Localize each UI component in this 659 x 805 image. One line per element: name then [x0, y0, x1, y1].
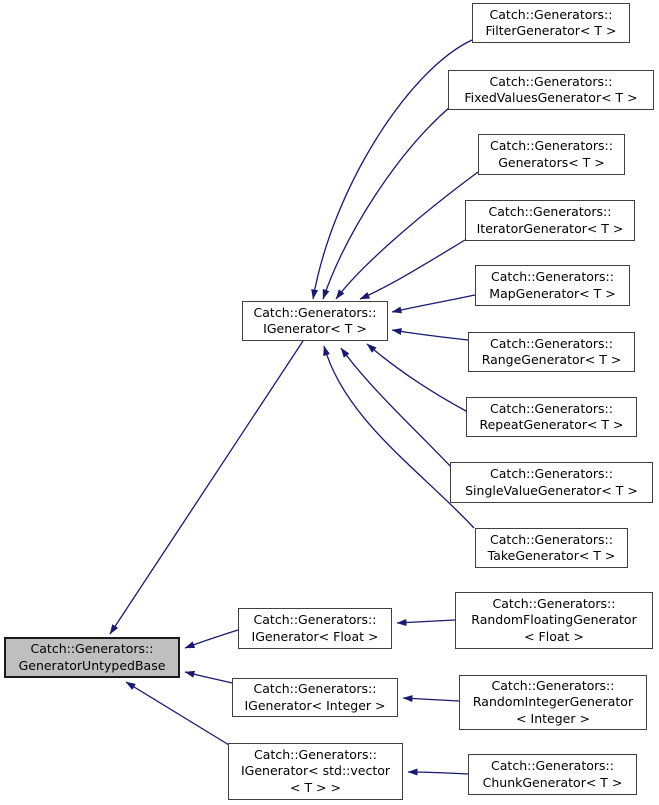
node-igenerator-std-vector[interactable]: Catch::Generators:: IGenerator< std::vec… [228, 743, 403, 800]
node-igenerator-float[interactable]: Catch::Generators:: IGenerator< Float > [238, 608, 392, 649]
node-label: Catch::Generators:: [253, 681, 377, 696]
node-label: Catch::Generators:: [492, 595, 616, 611]
node-map-generator[interactable]: Catch::Generators:: MapGenerator< T > [475, 265, 630, 306]
node-take-generator[interactable]: Catch::Generators:: TakeGenerator< T > [475, 528, 628, 568]
node-single-value-generator[interactable]: Catch::Generators:: SingleValueGenerator… [450, 462, 653, 503]
node-label: TakeGenerator< T > [487, 548, 616, 563]
edge-generators-to-igenerator-t [335, 171, 479, 300]
node-label: IGenerator< std::vector [240, 763, 391, 779]
node-label: FixedValuesGenerator< T > [464, 90, 638, 105]
node-label: Catch::Generators:: [490, 466, 613, 481]
node-label: ChunkGenerator< T > [482, 774, 623, 790]
node-label: RepeatGenerator< T > [479, 417, 624, 432]
edge-igenerator-t-to-generatoruntypedbase [109, 340, 304, 635]
node-label: MapGenerator< T > [489, 285, 616, 301]
node-label: IGenerator< T > [263, 321, 367, 336]
node-label: < Integer > [516, 710, 590, 726]
edge-igenerator-float-to-generatoruntypedbase [184, 629, 239, 649]
edge-igenerator-integer-to-generatoruntypedbase [184, 670, 233, 684]
node-label: Catch::Generators:: [253, 612, 377, 627]
node-label: Catch::Generators:: [254, 746, 377, 762]
node-filter-generator[interactable]: Catch::Generators:: FilterGenerator< T > [472, 3, 630, 43]
edge-chunkgenerator-to-igenerator-stdvector [407, 768, 469, 776]
node-chunk-generator[interactable]: Catch::Generators:: ChunkGenerator< T > [468, 754, 637, 795]
node-igenerator-t[interactable]: Catch::Generators:: IGenerator< T > [242, 301, 388, 341]
node-label: IGenerator< Float > [251, 628, 379, 644]
node-label: IGenerator< Integer > [244, 697, 386, 713]
node-label: RandomFloatingGenerator [471, 612, 637, 628]
node-label: Generators< T > [498, 154, 605, 170]
node-label: Catch::Generators:: [30, 641, 154, 656]
node-label: Catch::Generators:: [490, 531, 613, 547]
node-fixed-values-generator[interactable]: Catch::Generators:: FixedValuesGenerator… [448, 70, 654, 110]
node-label: Catch::Generators:: [253, 304, 377, 320]
edge-rangegenerator-to-igenerator-t [391, 328, 469, 341]
node-label: SingleValueGenerator< T > [465, 482, 638, 498]
node-label: Catch::Generators:: [488, 204, 612, 219]
node-label: Catch::Generators:: [491, 677, 615, 693]
edge-igenerator-stdvector-to-generatoruntypedbase [125, 681, 230, 746]
node-label: IteratorGenerator< T > [476, 220, 624, 236]
node-label: RangeGenerator< T > [481, 352, 622, 367]
edge-repeatgenerator-to-igenerator-t [366, 343, 467, 412]
node-label: Catch::Generators:: [491, 758, 614, 773]
node-repeat-generator[interactable]: Catch::Generators:: RepeatGenerator< T > [466, 397, 637, 437]
node-label: < Float > [524, 628, 584, 644]
node-label: RandomIntegerGenerator [472, 694, 634, 710]
node-random-integer-generator[interactable]: Catch::Generators:: RandomIntegerGenerat… [459, 675, 647, 730]
edge-randomintegergenerator-to-igenerator-integer [402, 695, 460, 703]
node-random-floating-generator[interactable]: Catch::Generators:: RandomFloatingGenera… [455, 592, 653, 649]
node-label: Catch::Generators:: [490, 400, 613, 416]
node-label: Catch::Generators:: [489, 6, 613, 22]
edge-randomfloatinggenerator-to-igenerator-float [396, 619, 456, 626]
node-iterator-generator[interactable]: Catch::Generators:: IteratorGenerator< T… [465, 200, 635, 241]
node-generators[interactable]: Catch::Generators:: Generators< T > [478, 134, 625, 175]
node-range-generator[interactable]: Catch::Generators:: RangeGenerator< T > [468, 332, 635, 372]
edge-takegenerator-to-igenerator-t [323, 345, 475, 529]
node-generator-untyped-base: Catch::Generators:: GeneratorUntypedBase [4, 637, 180, 678]
edge-singlevaluegenerator-to-igenerator-t [340, 347, 453, 469]
edge-fixedvaluesgenerator-to-igenerator-t [322, 106, 451, 300]
node-igenerator-integer[interactable]: Catch::Generators:: IGenerator< Integer … [232, 678, 398, 717]
node-label: Catch::Generators:: [491, 269, 614, 284]
node-label: Catch::Generators:: [489, 73, 613, 89]
node-label: Catch::Generators:: [490, 138, 613, 153]
node-label: < T > > [290, 779, 341, 795]
node-label: GeneratorUntypedBase [18, 657, 166, 673]
edge-filtergenerator-to-igenerator-t [311, 39, 473, 300]
edge-iteratorgenerator-to-igenerator-t [359, 239, 466, 300]
node-label: Catch::Generators:: [490, 335, 613, 351]
node-label: FilterGenerator< T > [485, 23, 617, 38]
edge-mapgenerator-to-igenerator-t [391, 294, 476, 314]
